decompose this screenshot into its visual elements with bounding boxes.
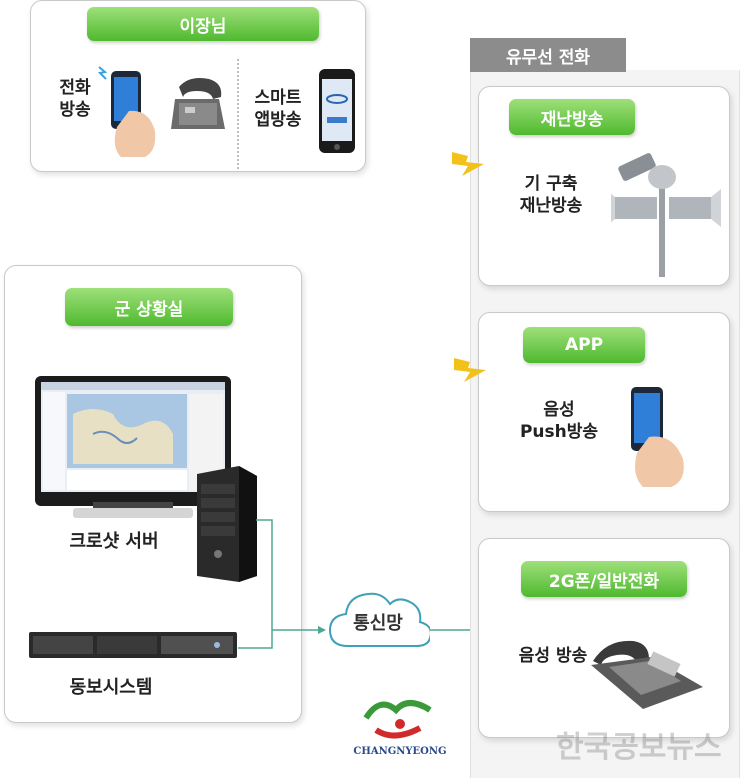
server-label: 크로샷 서버	[69, 531, 159, 552]
wired-wireless-title: 유무선 전화	[470, 38, 626, 72]
phone-broadcast-icon	[97, 66, 225, 157]
network-label: 통신망	[353, 613, 403, 634]
server-tower-icon	[197, 466, 257, 582]
changnyeong-logo-icon	[363, 700, 432, 739]
village-head-title: 이장님	[87, 7, 319, 41]
push-broadcast-label: 음성 Push방송	[519, 400, 599, 443]
app-card: APP 음성 Push방송	[478, 312, 730, 512]
voice-broadcast-card: 2G폰/일반전화 음성 방송	[478, 538, 730, 738]
village-head-panel: 이장님 전화 방송 스마트 앱방송	[30, 0, 366, 172]
voice-broadcast-label: 음성 방송	[518, 646, 588, 666]
command-center-panel: 군 상황실 크로샷 서버 동보시스템	[4, 265, 302, 723]
disaster-broadcast-badge: 재난방송	[509, 99, 635, 135]
divider	[237, 59, 239, 169]
lightning-icon	[452, 152, 484, 176]
lightning-icon-2	[454, 358, 486, 382]
disaster-broadcast-card: 재난방송 기 구축 재난방송	[478, 86, 730, 286]
command-center-title: 군 상황실	[65, 288, 233, 326]
2g-phone-badge: 2G폰/일반전화	[521, 561, 687, 597]
app-badge: APP	[523, 327, 645, 363]
disaster-broadcast-label: 기 구축 재난방송	[519, 174, 583, 217]
rack-server-icon	[29, 632, 237, 658]
loudspeaker-tower-icon	[611, 153, 721, 277]
smart-app-broadcast-label: 스마트 앱방송	[254, 88, 302, 131]
logo-text: CHANGNYEONG	[353, 746, 447, 757]
monitor-icon	[35, 376, 231, 518]
cloud-icon	[328, 592, 430, 647]
watermark: 한국공보뉴스	[556, 730, 722, 765]
system-label: 동보시스템	[69, 677, 153, 698]
desk-phone-icon	[591, 640, 703, 709]
smartphone-icon	[319, 69, 355, 153]
phone-broadcast-label: 전화 방송	[59, 78, 91, 121]
push-phone-icon	[631, 387, 684, 487]
